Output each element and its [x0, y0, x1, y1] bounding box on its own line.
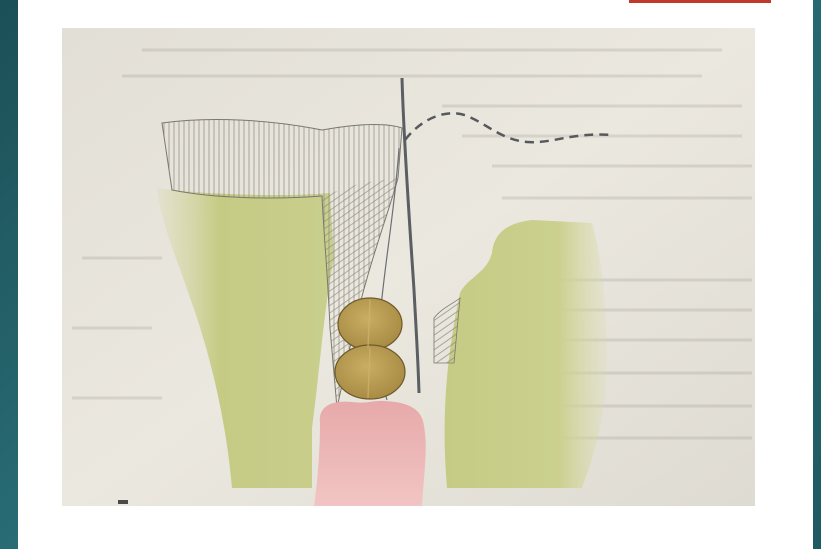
- slide-accent-bar: [629, 0, 771, 3]
- tooth: [314, 401, 426, 506]
- corner-mark: [118, 500, 128, 504]
- dental-packing-diagram: [62, 28, 755, 506]
